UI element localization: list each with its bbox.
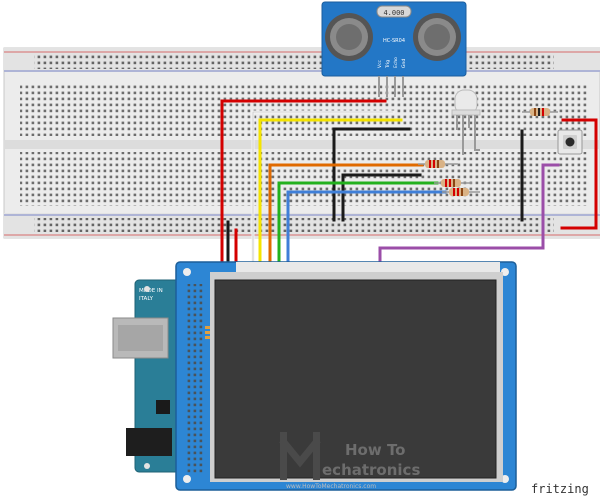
resistors [418, 108, 558, 196]
resistor-led-green [434, 179, 472, 187]
arduino-country-label: ITALY [139, 296, 154, 302]
lcd-pin-strip [205, 326, 213, 339]
rgb-led [451, 89, 481, 155]
orange-wire-led [268, 163, 424, 264]
sensor-crystal-label: 4.000 [383, 9, 404, 17]
pin-label-echo: Echo [393, 57, 399, 68]
red-wire-rail [560, 118, 598, 230]
lcd-screen [214, 279, 497, 479]
watermark-mechatronics: echatronics [322, 461, 420, 479]
fritzing-credit: fritzing [531, 482, 589, 496]
red-wire-vcc [220, 99, 387, 264]
breadboard [3, 47, 600, 239]
purple-wire-button [378, 163, 560, 264]
watermark-how-to: How To [345, 441, 405, 459]
push-button [557, 129, 583, 155]
sensor-model-label: HC-SR04 [383, 38, 405, 44]
ultrasonic-sensor: 4.000 HC-SR04 Vcc Trig Echo Gnd [321, 1, 467, 97]
pin-label-trig: Trig [385, 60, 391, 69]
black-wire-gnd [332, 127, 411, 222]
blue-wire-led [286, 190, 447, 264]
arduino-made-in-label: MADE IN [139, 288, 163, 294]
wires [220, 99, 598, 264]
pin-label-gnd: Gnd [401, 59, 407, 68]
pin-label-vcc: Vcc [377, 59, 383, 68]
resistor-led-blue [442, 188, 480, 196]
white-wire-trig-outline [252, 111, 394, 263]
resistor-led-red [418, 160, 458, 168]
black-wire-led-gnd [341, 173, 422, 222]
sensor-pin-labels: Vcc Trig Echo Gnd [377, 57, 407, 69]
yellow-wire-echo [258, 118, 403, 264]
watermark-url: www.HowToMechatronics.com [286, 483, 376, 490]
watermark-logo: How To echatronics www.HowToMechatronics… [279, 432, 420, 490]
lcd-shield [175, 261, 517, 491]
resistor-button [522, 108, 558, 116]
sensor-pins [378, 76, 404, 97]
power-jack [126, 428, 172, 456]
green-wire-led [277, 181, 439, 264]
lcd-header-pins [185, 284, 203, 474]
